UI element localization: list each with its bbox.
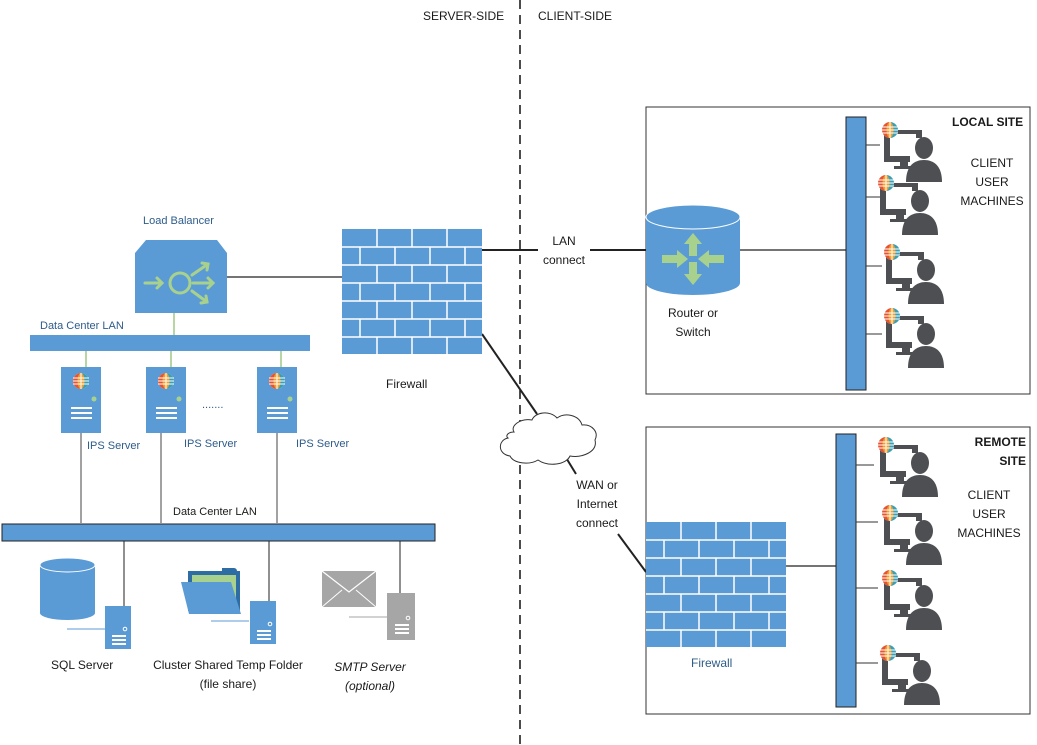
router-label: Router or Switch	[668, 304, 718, 342]
folder-icon	[181, 568, 241, 614]
file-share-server-icon	[249, 600, 277, 645]
temp-folder-label-line1: Cluster Shared Temp Folder	[153, 658, 303, 672]
server-side-label: SERVER-SIDE	[423, 9, 505, 23]
temp-folder-label-line2: (file share)	[199, 677, 257, 691]
client-machine-icon	[884, 244, 944, 304]
load-balancer-icon	[135, 240, 227, 313]
smtp-label-line2: (optional)	[344, 679, 396, 693]
local-clients-line2: USER	[975, 175, 1009, 189]
lan-label-line2: connect	[542, 253, 586, 267]
lan-connect-label: LAN connect	[543, 232, 585, 270]
ips-server-icon	[61, 367, 101, 433]
dc-lan-bar-bottom	[1, 523, 436, 542]
client-machine-icon	[884, 308, 944, 368]
client-machine-icon	[882, 122, 942, 182]
client-machine-icon	[880, 645, 940, 705]
client-side-label: CLIENT-SIDE	[538, 9, 613, 23]
smtp-label-line1: SMTP Server	[334, 660, 406, 674]
client-machine-icon	[882, 570, 942, 630]
smtp-server-icon	[387, 593, 415, 640]
router-label-line1: Router or	[667, 306, 719, 320]
local-site-title: LOCAL SITE	[952, 115, 1024, 129]
local-clients-label: CLIENT USER MACHINES	[960, 154, 1023, 211]
wan-label-line2: Internet	[576, 497, 618, 511]
ips-server-icon	[146, 367, 186, 433]
ips-server-label: IPS Server	[184, 438, 238, 450]
cloud-icon	[499, 412, 597, 465]
local-site-switch-bar	[845, 116, 867, 391]
load-balancer-label: Load Balancer	[143, 215, 214, 227]
ips-server-icon	[257, 367, 297, 433]
sql-database-icon	[39, 557, 96, 620]
wan-connect-label: WAN or Internet connect	[576, 476, 618, 533]
client-machine-icon	[878, 175, 938, 235]
remote-clients-line1: CLIENT	[967, 488, 1011, 502]
remote-clients-line2: USER	[972, 507, 1006, 521]
connection-lines	[225, 249, 846, 573]
client-machine-icon	[882, 505, 942, 565]
remote-clients-line3: MACHINES	[957, 526, 1021, 540]
remote-title-line2: SITE	[999, 454, 1026, 468]
mail-icon	[321, 570, 377, 608]
wan-label-line3: connect	[575, 516, 619, 530]
remote-firewall-label: Firewall	[691, 656, 733, 670]
lan-label-line1: LAN	[552, 234, 576, 248]
remote-site-switch-bar	[835, 433, 857, 708]
router-switch-icon	[645, 204, 741, 295]
ips-server-label: IPS Server	[87, 440, 141, 452]
ips-server-ellipsis: .......	[202, 399, 224, 411]
temp-folder-label: Cluster Shared Temp Folder (file share)	[153, 656, 303, 694]
remote-firewall-icon	[645, 521, 787, 648]
remote-site-title: REMOTE SITE	[966, 433, 1026, 471]
wan-label-line1: WAN or	[576, 478, 618, 492]
sql-server-label: SQL Server	[51, 658, 114, 672]
local-clients-line3: MACHINES	[960, 194, 1024, 208]
remote-title-line1: REMOTE	[974, 435, 1026, 449]
firewall-icon	[341, 228, 483, 355]
client-machine-icon	[878, 437, 938, 497]
dc-lan-top-label: Data Center LAN	[40, 320, 124, 332]
firewall-label: Firewall	[386, 377, 428, 391]
dc-lan-bottom-label: Data Center LAN	[173, 506, 257, 518]
local-clients-line1: CLIENT	[970, 156, 1014, 170]
router-label-line2: Switch	[675, 325, 711, 339]
ips-server-label: IPS Server	[296, 438, 350, 450]
sql-server-icon	[104, 605, 132, 650]
dc-lan-bar-top	[30, 335, 310, 351]
smtp-server-label: SMTP Server (optional)	[334, 658, 406, 696]
remote-clients-label: CLIENT USER MACHINES	[957, 486, 1020, 543]
